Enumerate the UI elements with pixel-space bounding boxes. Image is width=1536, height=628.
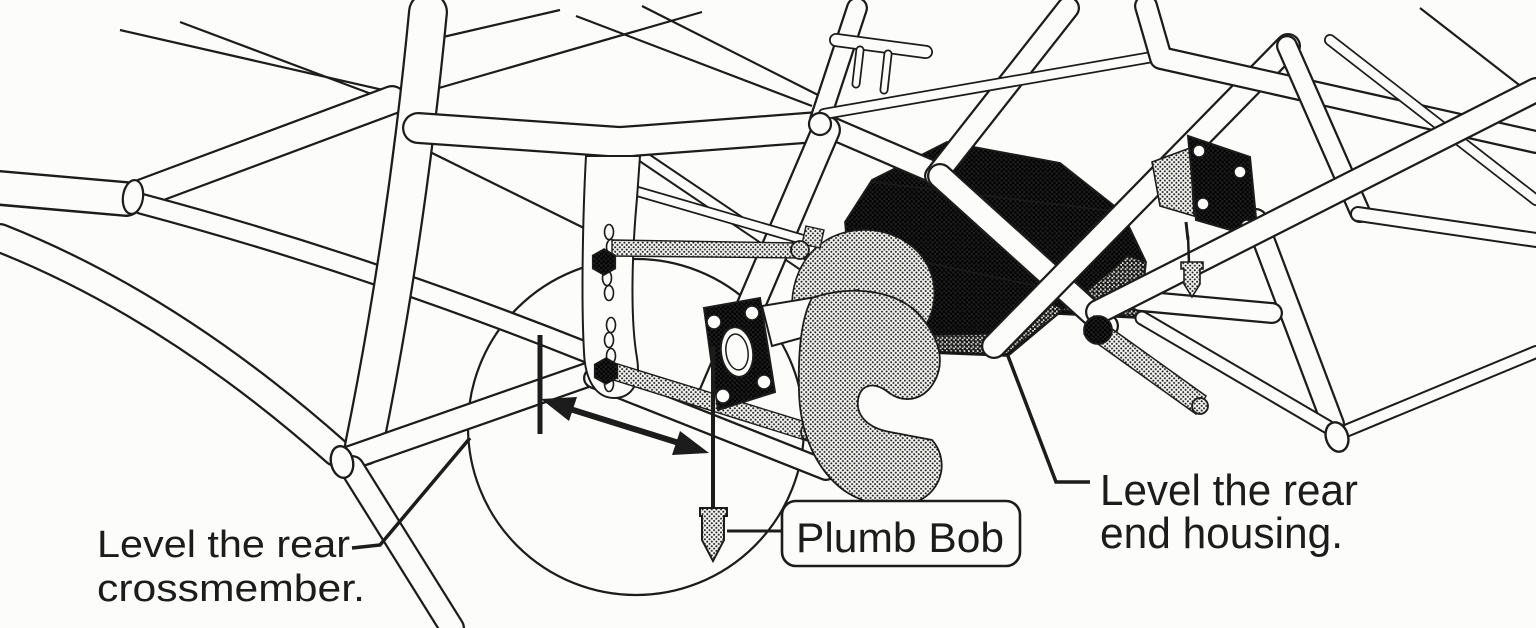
rising-frame-tube [1085, 77, 1536, 325]
radius-rods [591, 225, 825, 442]
plumb-bob-icon [699, 507, 728, 564]
leader-housing [1006, 355, 1090, 484]
right-plumb-bob [1180, 221, 1204, 299]
label-crossmember-line1: Level the rear [97, 524, 350, 566]
label-housing-line2: end housing. [1100, 509, 1343, 558]
label-crossmember: Level the rear crossmember. [97, 524, 365, 610]
birdcage-bracket [797, 289, 943, 507]
hex-bolt-lower [593, 357, 619, 385]
right-axle-flange [1151, 134, 1260, 240]
plumb-bob-callout-text: Plumb Bob [796, 514, 1004, 561]
tube-end-caps [121, 111, 1350, 480]
label-plumb-bob: Plumb Bob [780, 499, 1022, 568]
thin-frame-lines [119, 5, 1536, 233]
label-crossmember-line2: crossmember. [97, 568, 365, 610]
axle-flange-plate [702, 296, 777, 412]
right-birdcage-rod [1083, 314, 1209, 416]
plumb-bob-callout-box [780, 499, 1022, 568]
hex-bolt-upper [591, 248, 617, 276]
measurement-arrow [541, 397, 709, 455]
label-housing: Level the rear end housing. [1100, 466, 1358, 558]
right-plumb-bob-icon [1180, 261, 1204, 299]
leader-crossmember [351, 436, 472, 550]
label-housing-line1: Level the rear [1100, 466, 1358, 515]
plumb-line-assembly [699, 346, 728, 564]
